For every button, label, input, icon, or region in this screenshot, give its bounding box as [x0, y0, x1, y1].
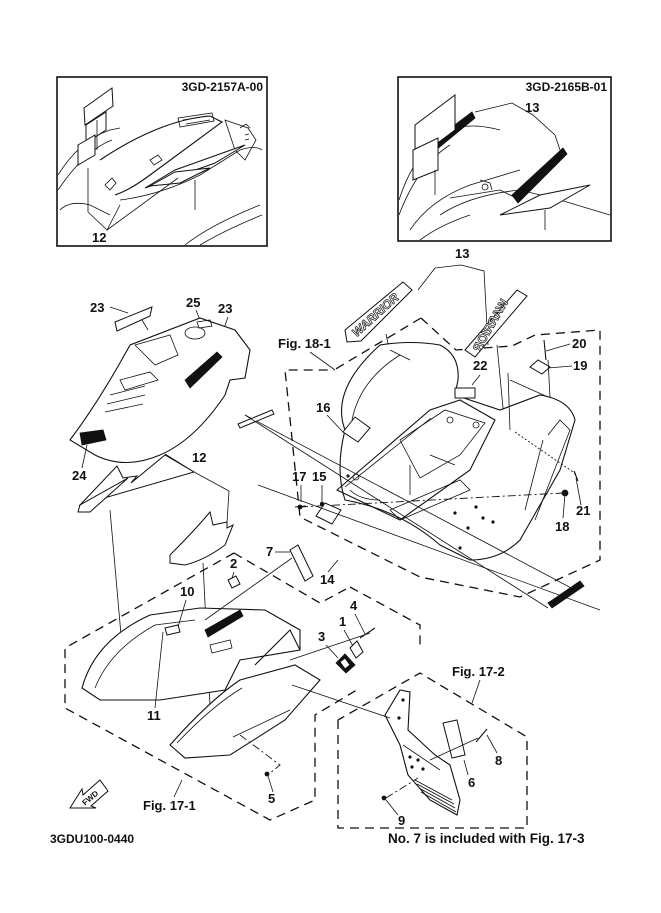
callout-15: 15 — [312, 469, 326, 484]
rear-fender-group: Fig. 18-1 13 WARRIOR WARRIOR — [237, 246, 601, 609]
inset-box-2: 3GD-2165B-01 13 — [397, 76, 612, 242]
inset-2-code: 3GD-2165B-01 — [526, 80, 608, 94]
warrior-decal-left — [344, 281, 413, 343]
callout-4: 4 — [350, 598, 358, 613]
callout-11: 11 — [147, 708, 161, 723]
warrior-decal-right-text: WARRIOR — [470, 296, 511, 354]
fig-18-1-label: Fig. 18-1 — [278, 336, 331, 351]
fig-17-1-label: Fig. 17-1 — [143, 798, 196, 813]
mud-flap-group: Fig. 17-2 8 6 9 — [291, 664, 528, 829]
callout-10: 10 — [180, 584, 194, 599]
callout-22: 22 — [473, 358, 487, 373]
callout-23-right: 23 — [218, 301, 232, 316]
callout-2: 2 — [230, 556, 237, 571]
callout-1: 1 — [339, 614, 346, 629]
callout-3: 3 — [318, 629, 325, 644]
callout-12: 12 — [192, 450, 206, 465]
callout-16: 16 — [316, 400, 330, 415]
callout-6: 6 — [468, 775, 475, 790]
callout-17: 17 — [292, 469, 306, 484]
warrior-decal-right — [464, 289, 528, 358]
footnote: No. 7 is included with Fig. 17-3 — [388, 831, 585, 846]
callout-13-inset: 13 — [525, 100, 539, 115]
warrior-decal-left-text: WARRIOR — [349, 290, 402, 339]
fig-17-2-label: Fig. 17-2 — [452, 664, 505, 679]
diagram-code: 3GDU100-0440 — [50, 832, 134, 846]
callout-12-inset: 12 — [92, 230, 106, 245]
inset-1-code: 3GD-2157A-00 — [182, 80, 264, 94]
front-fender-top: 23 25 23 24 — [69, 295, 251, 483]
callout-5: 5 — [268, 791, 275, 806]
callout-24: 24 — [72, 468, 87, 483]
callout-8: 8 — [495, 753, 502, 768]
callout-19: 19 — [573, 358, 587, 373]
callout-14: 14 — [320, 572, 335, 587]
callout-13: 13 — [455, 246, 469, 261]
callout-21: 21 — [576, 503, 590, 518]
callout-18: 18 — [555, 519, 569, 534]
fwd-arrow-icon: FWD — [69, 779, 109, 809]
callout-9: 9 — [398, 813, 405, 828]
callout-20: 20 — [572, 336, 586, 351]
front-fender-group: Fig. 17-1 10 11 2 7 14 1 3 — [64, 484, 601, 821]
callout-7: 7 — [266, 544, 273, 559]
decal-12-group: 12 — [77, 450, 234, 706]
callout-25: 25 — [186, 295, 200, 310]
callout-23-left: 23 — [90, 300, 104, 315]
inset-box-1: 3GD-2157A-00 12 — [56, 76, 268, 247]
